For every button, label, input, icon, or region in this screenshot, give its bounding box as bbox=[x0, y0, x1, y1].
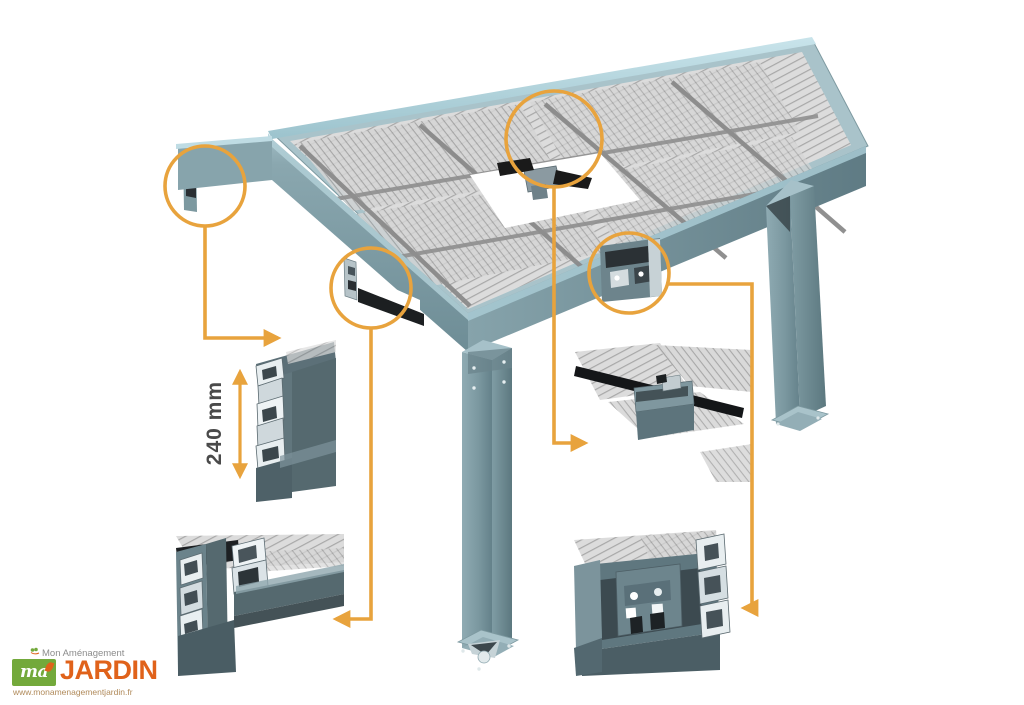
callout-circle-top-left bbox=[163, 144, 247, 228]
flower-icon bbox=[30, 647, 40, 655]
logo-url: www.monamenagementjardin.fr bbox=[13, 687, 133, 697]
detail-gutter-crossbeam-art bbox=[574, 343, 752, 482]
callout-circle-mid-left bbox=[329, 246, 413, 330]
leader-mid-right-to-bottomright bbox=[666, 282, 759, 617]
leader-top-center-to-topright bbox=[552, 187, 589, 452]
callout-circle-top-center bbox=[504, 89, 604, 189]
detail-beam-section-art bbox=[255, 340, 336, 502]
dimension-label-240mm: 240 mm bbox=[198, 368, 232, 478]
detail-beam-profile-art bbox=[176, 534, 344, 676]
callout-circle-mid-right bbox=[587, 231, 671, 315]
dimension-label-text: 240 mm bbox=[203, 380, 226, 466]
detail-bracket-assembly-art bbox=[574, 530, 731, 676]
logo-wordmark: JARDIN bbox=[60, 655, 158, 685]
leader-mid-left-to-bottomleft bbox=[332, 328, 373, 628]
logo-mark-text: ma bbox=[19, 662, 49, 682]
logo-mark: ma bbox=[12, 659, 56, 686]
leader-top-left-to-section bbox=[203, 226, 282, 347]
brand-logo[interactable]: Mon Aménagement ma JARDIN www.monamenage… bbox=[8, 647, 158, 698]
logo-tagline: Mon Aménagement bbox=[42, 648, 125, 659]
